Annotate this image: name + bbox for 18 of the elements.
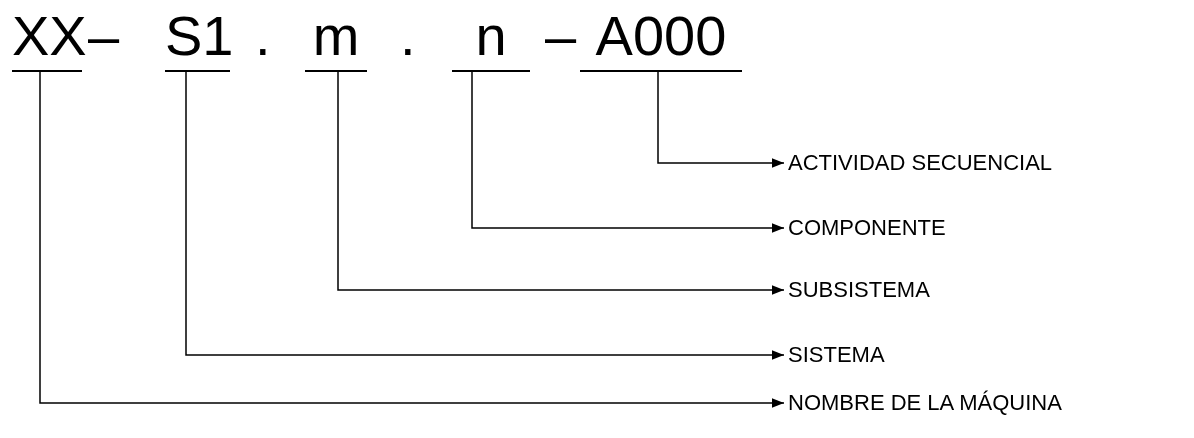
leader-line [657, 71, 785, 168]
separator-symbol: . [255, 4, 271, 68]
field-label: ACTIVIDAD SECUENCIAL [788, 150, 1053, 176]
field-label: SUBSISTEMA [788, 277, 930, 303]
separator-symbol: . [400, 4, 416, 68]
leader-line [185, 71, 785, 360]
code-segment: S1 [165, 4, 230, 72]
separator-symbol: – [545, 4, 577, 68]
leader-line [471, 71, 785, 233]
field-label: NOMBRE DE LA MÁQUINA [788, 390, 1062, 416]
code-segment: n [452, 4, 530, 72]
field-label: COMPONENTE [788, 215, 946, 241]
leader-line [337, 71, 785, 295]
code-segment: m [305, 4, 367, 72]
separator-symbol: – [88, 4, 120, 68]
code-segment: A000 [580, 4, 742, 72]
field-label: SISTEMA [788, 342, 885, 368]
leader-line [39, 71, 785, 408]
